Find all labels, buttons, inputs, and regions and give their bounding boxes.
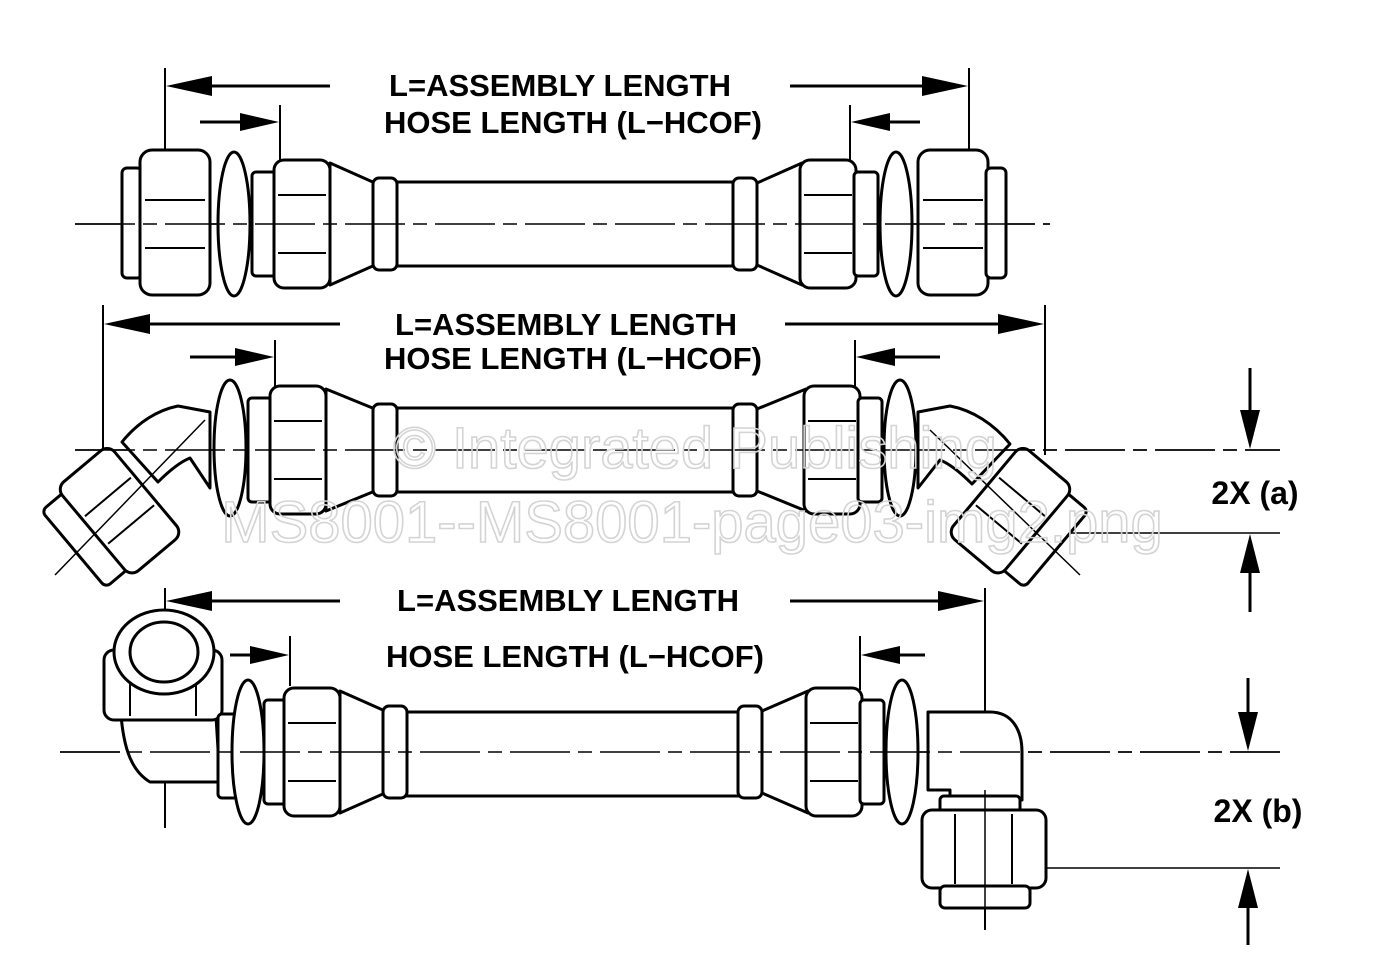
hose-arrowhead-left-1 xyxy=(240,113,279,131)
hose-arrowhead-left-3 xyxy=(250,646,289,664)
nut-end-right-1 xyxy=(984,166,1008,280)
hex-nut-angled-left-2 xyxy=(42,447,181,587)
hose-length-label-3: HOSE LENGTH (L−HCOF) xyxy=(386,639,764,674)
nut-opening-inner-left-3 xyxy=(128,620,200,684)
offset-arrowhead-bottom-2 xyxy=(1240,534,1260,573)
arrowhead-right-1 xyxy=(922,76,968,96)
arrowhead-right-2 xyxy=(998,314,1044,334)
offset-arrowhead-top-3 xyxy=(1238,712,1258,751)
hex-nut-down-right-3 xyxy=(920,808,1048,890)
assembly-2-45-degree: L=ASSEMBLY LENGTH HOSE LENGTH (L−HCOF) xyxy=(42,305,1299,612)
elbow-45-right-2 xyxy=(916,404,1012,490)
assembly-3-90-degree: L=ASSEMBLY LENGTH HOSE LENGTH (L−HCOF) xyxy=(60,583,1302,945)
hose-arrowhead-right-3 xyxy=(861,646,900,664)
hex-nut-angled-right-2 xyxy=(949,447,1088,587)
hex-nut-left-1 xyxy=(138,148,212,297)
hose-length-label-2: HOSE LENGTH (L−HCOF) xyxy=(384,341,762,376)
elbow-90-right-3 xyxy=(926,710,1024,802)
lock-washer-left-2 xyxy=(212,378,248,518)
arrowhead-left-1 xyxy=(166,76,212,96)
offset-arrowhead-bottom-3 xyxy=(1238,869,1258,908)
offset-label-b: 2X (b) xyxy=(1214,793,1303,829)
axis-angled-left-2 xyxy=(54,419,206,576)
watermark-line-1: © Integrated Publishing xyxy=(393,416,997,481)
arrowhead-left-3 xyxy=(166,591,212,611)
hose-arrowhead-right-2 xyxy=(856,348,895,366)
assembly-length-label-3: L=ASSEMBLY LENGTH xyxy=(397,583,739,618)
offset-label-a: 2X (a) xyxy=(1211,475,1298,511)
offset-arrowhead-top-2 xyxy=(1240,410,1260,449)
assembly-length-label-1: L=ASSEMBLY LENGTH xyxy=(389,68,731,103)
lock-washer-right-2 xyxy=(882,378,918,518)
watermark: © Integrated Publishing MS8001--MS8001-p… xyxy=(220,415,1163,556)
assembly-length-label-2: L=ASSEMBLY LENGTH xyxy=(395,307,737,342)
elbow-45-left-2 xyxy=(120,404,212,490)
assembly-1-straight: L=ASSEMBLY LENGTH HOSE LENGTH (L−HCOF) xyxy=(75,68,1050,298)
arrowhead-right-3 xyxy=(938,591,984,611)
watermark-line-2: MS8001--MS8001-page03-img2.png xyxy=(221,490,1162,555)
hex-nut-right-1 xyxy=(916,148,990,297)
hose-length-label-1: HOSE LENGTH (L−HCOF) xyxy=(384,105,762,140)
hose-arrowhead-right-1 xyxy=(851,113,890,131)
hose-3 xyxy=(403,710,742,798)
axis-angled-right-2 xyxy=(929,429,1081,576)
hose-arrowhead-left-2 xyxy=(235,348,274,366)
arrowhead-left-2 xyxy=(104,314,150,334)
